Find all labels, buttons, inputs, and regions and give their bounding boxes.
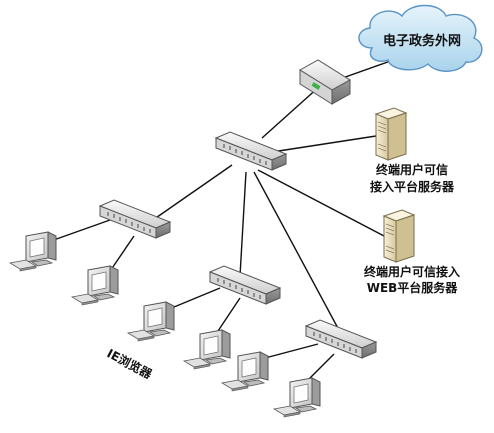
web-server-icon	[383, 209, 415, 263]
server-label-line1: 终端用户可信	[376, 162, 448, 177]
web-server-label-line2: WEB平台服务器	[367, 280, 459, 295]
computer-icon	[71, 265, 119, 306]
core-switch-icon	[215, 131, 287, 171]
right-switch-icon	[305, 319, 377, 359]
computer-icon	[127, 301, 175, 342]
cloud-label: 电子政务外网	[383, 33, 461, 49]
browser-label: IE浏览器	[105, 345, 156, 382]
middle-switch-icon	[209, 265, 281, 305]
router-icon	[299, 59, 351, 105]
server-label-line2: 接入平台服务器	[370, 179, 455, 194]
web-server-label-line1: 终端用户可信接入	[364, 264, 460, 279]
cloud-internet: 电子政务外网	[358, 4, 483, 72]
left-switch-icon	[99, 199, 171, 239]
computer-icon	[183, 329, 231, 370]
computer-icon	[9, 231, 57, 272]
computer-icon	[273, 377, 321, 418]
server-icon	[375, 107, 407, 161]
